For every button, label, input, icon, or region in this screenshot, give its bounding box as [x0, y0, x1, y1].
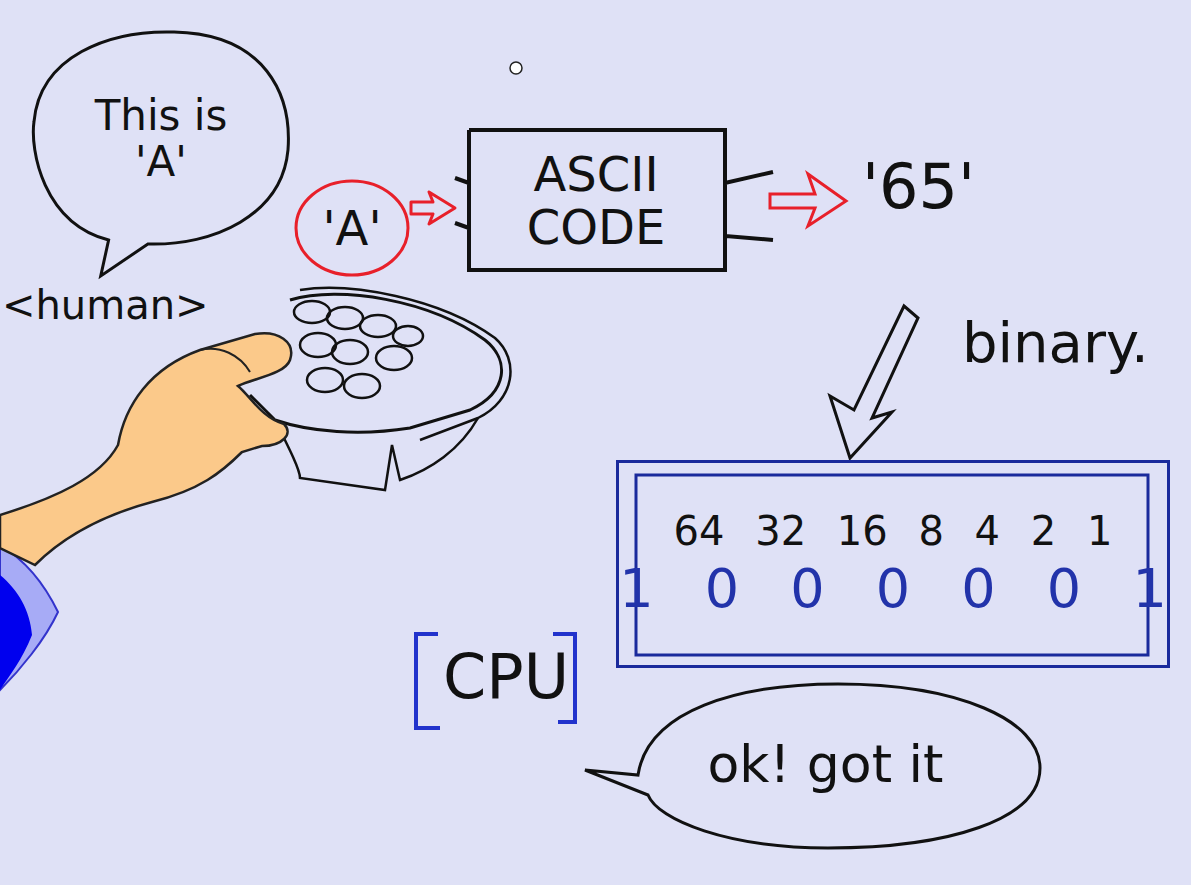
key [360, 315, 396, 337]
sleeve [0, 545, 58, 690]
keypad-rim [300, 288, 510, 440]
binary-table: 64 32 16 8 4 2 1 1 0 0 0 0 0 1 [616, 460, 1170, 668]
node-text: 'A' [322, 202, 381, 255]
key [294, 301, 330, 323]
keypad-base [275, 418, 478, 490]
speech-bubble: This is 'A' [30, 30, 292, 248]
cpu-brackets [416, 634, 575, 728]
key [300, 333, 336, 357]
node-text: ok! got it [708, 736, 944, 793]
step-label: binary. [962, 310, 1149, 375]
red-arrow [411, 192, 455, 224]
node-text: This is 'A' [66, 93, 256, 185]
bracket-outline [455, 130, 773, 270]
key [344, 374, 380, 398]
actor-label: CPU [443, 640, 569, 713]
keypad-keys [294, 301, 423, 398]
bubble-outline [585, 684, 1040, 848]
node-text: ASCII CODE [496, 148, 696, 254]
decimal-value: '65' [862, 150, 975, 223]
bubble-outline [33, 32, 288, 276]
hand [0, 333, 291, 565]
key [393, 326, 423, 346]
speech-bubble: ok! got it [608, 680, 1043, 850]
key [332, 340, 368, 364]
sleeve-shadow [0, 575, 32, 690]
key [376, 346, 412, 370]
highlight-circle: 'A' [293, 178, 411, 278]
key [327, 307, 363, 329]
dot-marker [510, 62, 522, 74]
frame-outer [618, 462, 1169, 667]
ascii-code-box: ASCII CODE [455, 128, 777, 273]
actor-label: <human> [2, 282, 209, 328]
down-arrow [830, 306, 918, 458]
bit-weights: 64 32 16 8 4 2 1 [674, 509, 1113, 553]
double-frame [618, 462, 1169, 667]
circle-outline [296, 181, 408, 275]
key [307, 368, 343, 392]
bit-values: 1 0 0 0 0 0 1 [619, 559, 1167, 618]
finger-crease [200, 349, 250, 372]
red-arrow [770, 174, 846, 226]
